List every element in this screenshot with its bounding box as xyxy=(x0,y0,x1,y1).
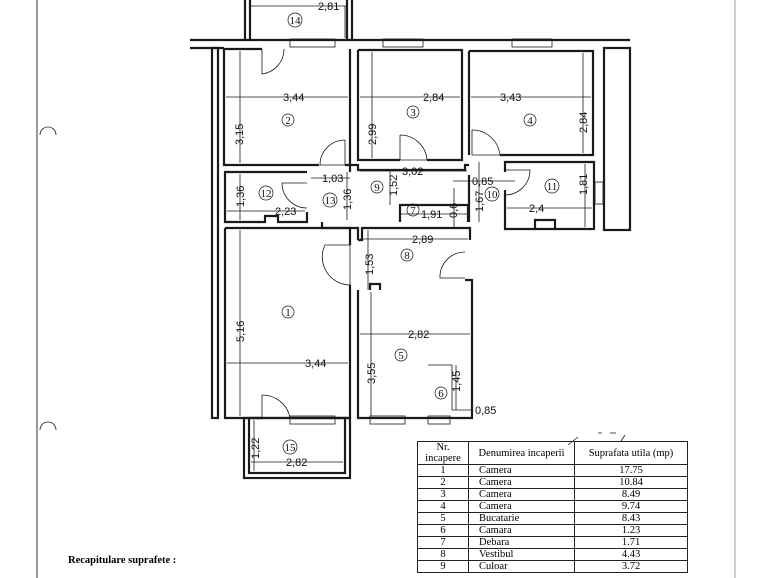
room-number-13: 13 xyxy=(325,195,337,207)
cell-area: 8.43 xyxy=(574,512,688,525)
cell-name: Camera xyxy=(468,488,575,501)
dimension-lines xyxy=(226,5,592,471)
dim-room3-width: 2,84 xyxy=(423,92,444,104)
cell-nr: 8 xyxy=(417,548,469,561)
cell-name: Camera xyxy=(468,476,575,489)
cell-area: 9.74 xyxy=(574,500,688,513)
cell-area: 1.23 xyxy=(574,524,688,537)
cell-area: 1.71 xyxy=(574,536,688,549)
cell-nr: 1 xyxy=(417,464,469,477)
room-number-14: 14 xyxy=(290,15,302,27)
cell-nr: 2 xyxy=(417,476,469,489)
cell-area: 3.72 xyxy=(574,560,688,573)
room-number-7: 7 xyxy=(410,205,416,217)
room-number-6: 6 xyxy=(438,388,444,400)
dim-room11-width: 2,4 xyxy=(529,203,544,215)
cell-name: Culoar xyxy=(468,560,575,573)
dim-room4-width: 3,43 xyxy=(500,92,521,104)
dim-room10-height: 1,67 xyxy=(474,191,486,212)
doors xyxy=(261,48,531,419)
cell-name: Camara xyxy=(468,524,575,537)
dim-room2-height: 3,15 xyxy=(234,124,246,145)
room-number-2: 2 xyxy=(285,115,291,127)
header-name: Denumirea incaperii xyxy=(468,441,575,465)
room-number-4: 4 xyxy=(527,115,533,127)
dim-room2-width: 3,44 xyxy=(283,92,304,104)
room-numbers: 1 2 3 4 5 6 7 8 9 10 11 12 13 14 15 xyxy=(258,12,560,455)
cell-name: Camera xyxy=(468,500,575,513)
dim-room10-width: 0,85 xyxy=(472,176,493,188)
cell-nr: 7 xyxy=(417,536,469,549)
cell-name: Vestibul xyxy=(468,548,575,561)
cell-area: 10.84 xyxy=(574,476,688,489)
dim-room8-height: 1,53 xyxy=(364,254,376,275)
dim-room13-height: 1,36 xyxy=(342,189,354,210)
dim-balcony14-width: 2,81 xyxy=(318,1,339,13)
room-number-8: 8 xyxy=(404,250,410,262)
dim-room1-width: 3,44 xyxy=(305,358,326,370)
dim-room9-height: 1,52 xyxy=(388,175,400,196)
dim-room3-height: 2,99 xyxy=(367,124,379,145)
dim-balcony15-height: 1,22 xyxy=(250,438,262,459)
cell-area: 8.49 xyxy=(574,488,688,501)
room-number-9: 9 xyxy=(374,182,380,194)
dim-room4-height: 2,84 xyxy=(578,112,590,133)
dim-room5-width: 2,82 xyxy=(408,329,429,341)
cell-nr: 4 xyxy=(417,500,469,513)
dim-room8-width: 2,89 xyxy=(412,234,433,246)
room-number-3: 3 xyxy=(410,107,416,119)
punch-hole xyxy=(39,421,57,431)
dim-balcony15-width: 2,82 xyxy=(286,457,307,469)
dim-room5-height: 3,55 xyxy=(366,363,378,384)
dim-room6-height: 1,45 xyxy=(451,371,463,392)
header-nr: Nr. incapere xyxy=(417,441,469,465)
cell-nr: 6 xyxy=(417,524,469,537)
cell-nr: 5 xyxy=(417,512,469,525)
dim-room13-width: 1,03 xyxy=(322,173,343,185)
cell-name: Debara xyxy=(468,536,575,549)
dim-room7-height: 0,6 xyxy=(448,203,460,218)
room-number-5: 5 xyxy=(398,350,404,362)
dimension-labels: 2,81 3,44 3,15 2,84 2,99 3,43 2,84 1,03 … xyxy=(234,1,590,469)
room-number-12: 12 xyxy=(261,188,272,200)
dim-room11-height: 1,81 xyxy=(578,174,590,195)
dim-room9-width: 3,02 xyxy=(402,166,423,178)
dim-room1-height: 5,16 xyxy=(235,321,247,342)
header-area: Suprafata utila (mp) xyxy=(574,441,688,465)
room-number-10: 10 xyxy=(487,189,499,201)
area-summary-label: Recapitulare suprafete : xyxy=(68,555,177,566)
cell-nr: 9 xyxy=(417,560,469,573)
cell-nr: 3 xyxy=(417,488,469,501)
room-area-table: Nr. incapere Denumirea incaperii Suprafa… xyxy=(417,441,688,573)
dim-room6-width: 0,85 xyxy=(475,405,496,417)
walls xyxy=(190,0,632,480)
cell-area: 4.43 xyxy=(574,548,688,561)
table-header-row: Nr. incapere Denumirea incaperii Suprafa… xyxy=(417,441,688,465)
dim-room12-width: 2,23 xyxy=(275,206,296,218)
room-number-11: 11 xyxy=(547,181,558,193)
punch-hole xyxy=(39,126,57,136)
room-number-1: 1 xyxy=(285,307,291,319)
cell-area: 17.75 xyxy=(574,464,688,477)
cell-name: Bucatarie xyxy=(468,512,575,525)
cell-name: Camera xyxy=(468,464,575,477)
dim-room7-width: 1,91 xyxy=(421,209,442,221)
room-number-15: 15 xyxy=(285,442,297,454)
dim-room12-height: 1,36 xyxy=(235,186,247,207)
